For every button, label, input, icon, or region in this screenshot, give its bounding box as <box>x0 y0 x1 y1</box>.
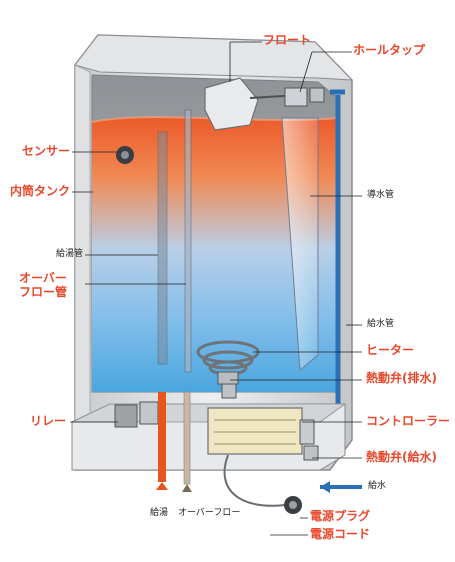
float-assembly <box>204 77 325 131</box>
relay-unit <box>114 401 159 428</box>
label-power-cord: 電源コード <box>310 527 371 541</box>
label-overflow-out: オーバーフロー <box>178 508 241 518</box>
label-overflow-pipe-line2: フロー管 <box>18 284 67 299</box>
leader-lines <box>70 41 362 536</box>
thermal-valve-drain <box>221 383 237 399</box>
label-guide-pipe: 導水管 <box>367 190 395 200</box>
label-overflow-pipe-line1: オーバー <box>19 271 67 285</box>
overflow-pipe <box>184 109 192 373</box>
label-power-plug: 電源プラグ <box>310 509 371 523</box>
hot-water-pipe <box>157 131 168 365</box>
label-float: フロート <box>263 33 312 47</box>
label-heater: ヒーター <box>366 343 415 357</box>
label-thermal-valve-supply: 熱動弁(給水) <box>366 450 437 464</box>
supply-inlet-arrow <box>320 481 362 493</box>
label-inner-tank: 内筒タンク <box>9 184 70 198</box>
label-thermal-valve-drain: 熱動弁(排水) <box>366 371 437 385</box>
label-sensor: センサー <box>21 144 70 158</box>
hot-water-outlet <box>156 392 168 490</box>
sensor-device <box>116 146 134 164</box>
label-relay: リレー <box>29 414 66 428</box>
label-supply-pipe: 給水管 <box>367 319 395 329</box>
overflow-outlet <box>182 391 192 492</box>
label-ball-tap: ホールタップ <box>353 43 426 57</box>
guide-pipe <box>281 117 319 372</box>
power-cord <box>223 454 302 514</box>
label-hot-out: 給湯 <box>150 508 169 518</box>
controller-board <box>207 407 315 455</box>
label-hot-water-pipe: 給湯管 <box>55 249 83 259</box>
label-controller: コントローラー <box>366 414 451 428</box>
thermal-valve-supply <box>303 445 319 461</box>
label-overflow-pipe: オーバー フロー管 <box>10 271 76 300</box>
label-supply-in: 給水 <box>368 481 387 491</box>
